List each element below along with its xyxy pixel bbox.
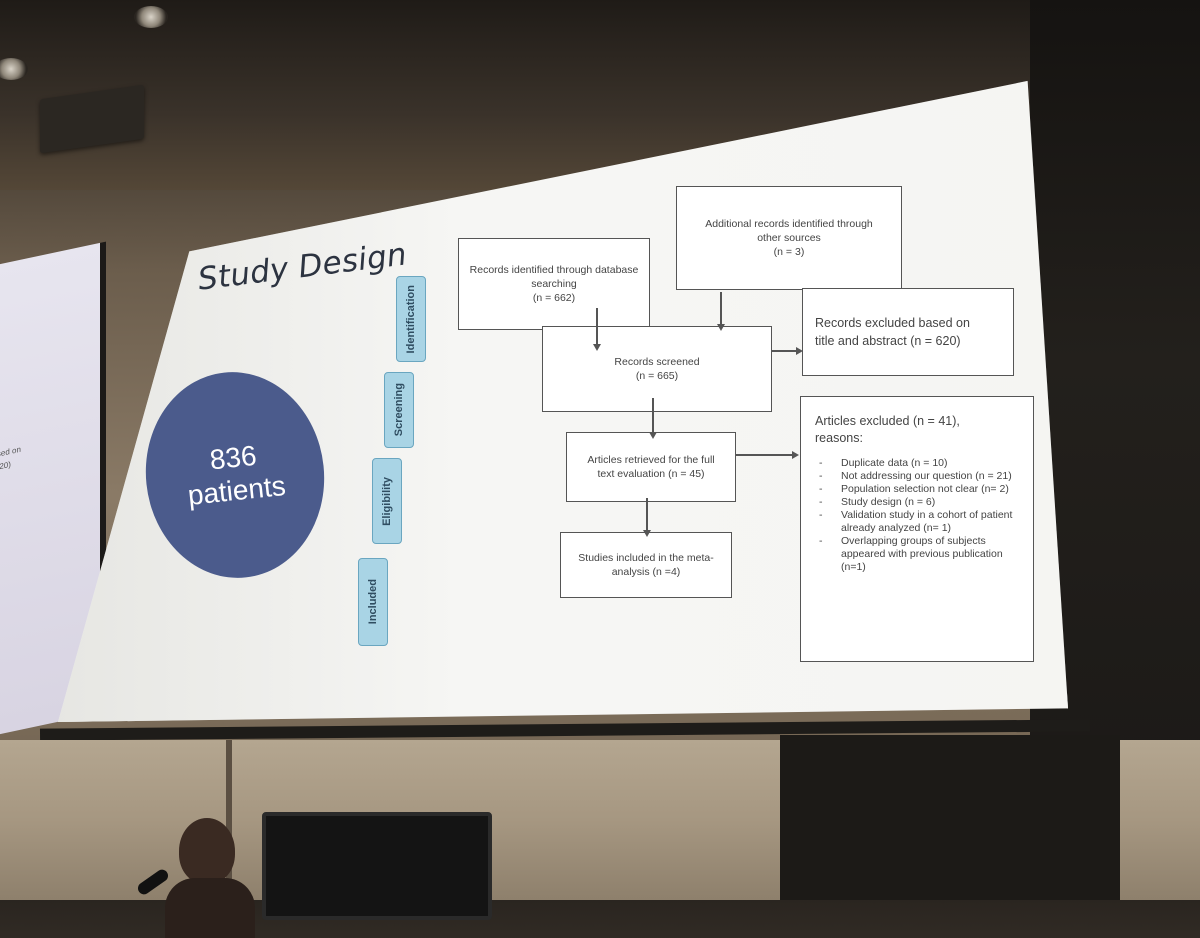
arrow-head [796,347,803,355]
full-text-box: Articles retrieved for the full text eva… [566,432,736,502]
speaker-person [165,818,265,938]
arrow-db-to-screened [596,308,598,346]
list-item: Overlapping groups of subjects appeared … [815,535,1023,574]
patient-label: patients [186,469,288,511]
ceiling-light [134,6,168,28]
list-item: Not addressing our question (n = 21) [815,470,1023,483]
excluded-title-box: Records excluded based on title and abst… [802,288,1014,376]
podium-monitor [262,812,492,920]
stage-included: Included [358,558,388,646]
excluded-articles-box: Articles excluded (n = 41), reasons: Dup… [800,396,1034,662]
arrow-head [792,451,799,459]
excluded-articles-heading: Articles excluded (n = 41), reasons: [815,414,960,445]
side-screen-text: = 620) [0,459,11,474]
list-item: Population selection not clear (n= 2) [815,483,1023,496]
dark-cabinet [780,735,1120,900]
list-item: Study design (n = 6) [815,496,1023,509]
included-box: Studies included in the meta- analysis (… [560,532,732,598]
arrow-head [717,324,725,331]
exclusion-reasons-list: Duplicate data (n = 10) Not addressing o… [815,457,1023,574]
arrow-screened-to-fulltext [652,398,654,434]
wall-seam [226,740,232,900]
stage-identification: Identification [396,276,426,362]
screened-box: Records screened (n = 665) [542,326,772,412]
stage-screening: Screening [384,372,414,448]
db-records-box: Records identified through database sear… [458,238,650,330]
arrow-head [593,344,601,351]
arrow-screened-to-excluded [772,350,798,352]
patient-count: 836 [208,439,259,476]
arrow-other-to-screened [720,292,722,326]
other-records-box: Additional records identified through ot… [676,186,902,290]
arrow-fulltext-to-included [646,498,648,532]
arrow-head [643,530,651,537]
list-item: Duplicate data (n = 10) [815,457,1023,470]
arrow-head [649,432,657,439]
arrow-fulltext-to-excluded [736,454,794,456]
side-screen-text: based on [0,444,21,461]
ceiling-light [0,58,28,80]
list-item: Validation study in a cohort of patient … [815,509,1023,535]
stage-eligibility: Eligibility [372,458,402,544]
